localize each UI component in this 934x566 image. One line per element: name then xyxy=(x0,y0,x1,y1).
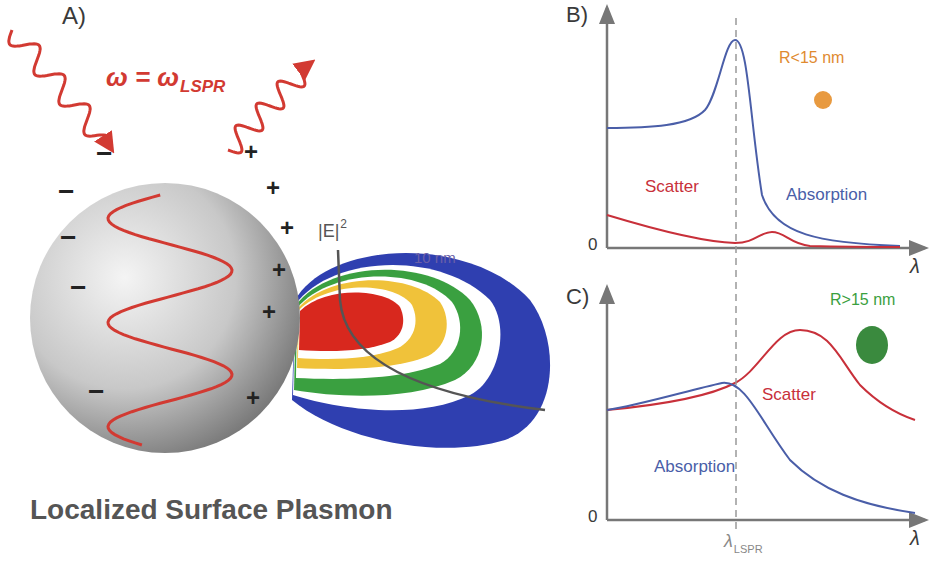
charge-sign: + xyxy=(246,386,260,410)
size-label: R<15 nm xyxy=(779,50,844,66)
lspr-dashed-line xyxy=(735,18,737,530)
charge-sign: − xyxy=(70,274,86,302)
field-decay-curve xyxy=(338,250,545,410)
distance-label: 10 nm xyxy=(414,250,456,265)
axis-label: λ xyxy=(910,256,920,276)
charge-sign: − xyxy=(58,178,74,206)
panel-label: C) xyxy=(566,286,589,308)
axis-label-subscript: LSPR xyxy=(734,544,763,555)
charge-sign: + xyxy=(266,176,280,200)
figure-caption: Localized Surface Plasmon xyxy=(30,496,393,524)
field-lobes xyxy=(292,253,550,448)
charge-sign: + xyxy=(272,258,286,282)
curve-label: Scatter xyxy=(645,178,699,195)
charge-oscillation xyxy=(108,195,232,445)
panel-label: B) xyxy=(566,4,588,26)
scattered-light xyxy=(228,62,312,153)
charge-sign: + xyxy=(244,140,258,164)
frequency-subscript: LSPR xyxy=(180,78,225,95)
curve-label: Absorption xyxy=(654,458,735,475)
nanoparticle-sphere xyxy=(30,183,300,453)
charge-sign: + xyxy=(262,300,276,324)
axis-origin: 0 xyxy=(588,508,597,525)
charge-sign: − xyxy=(96,140,112,168)
axis-origin: 0 xyxy=(588,236,597,253)
panel-label: A) xyxy=(62,4,86,28)
curve-label: Scatter xyxy=(762,386,816,403)
charge-sign: + xyxy=(280,216,294,240)
axis-label: λ xyxy=(910,528,920,548)
chart-b xyxy=(607,8,925,248)
incident-light xyxy=(9,30,112,150)
size-label: R>15 nm xyxy=(830,292,895,308)
axis-label: λ xyxy=(724,532,733,550)
charge-sign: − xyxy=(60,224,76,252)
field-intensity-label: |E| xyxy=(318,222,339,240)
field-intensity-exponent: 2 xyxy=(340,218,347,230)
charge-sign: − xyxy=(88,378,104,406)
chart-c xyxy=(607,288,925,520)
frequency-condition: ω = ω xyxy=(106,64,179,90)
curve-label: Absorption xyxy=(786,186,867,203)
